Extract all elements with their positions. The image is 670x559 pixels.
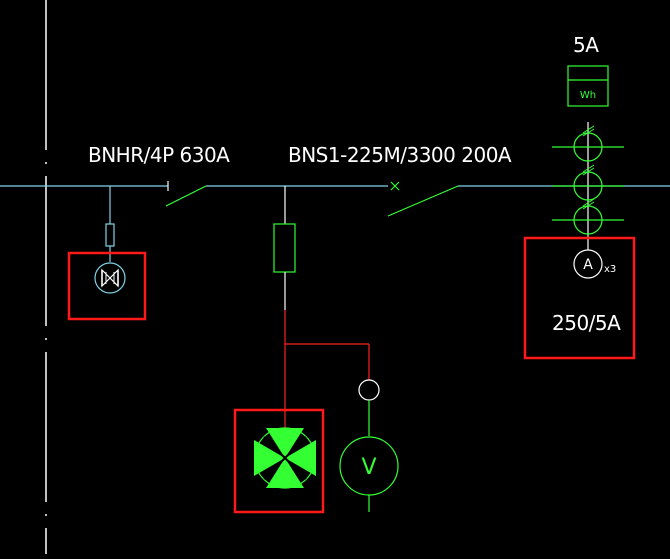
center-branch-feeder	[273, 186, 370, 430]
current-transformer-stack	[552, 122, 624, 250]
highlight-box-ammeter[interactable]	[523, 236, 636, 360]
highlight-box-indicator-lamp[interactable]	[233, 408, 325, 514]
main-breaker-label: BNHR/4P 630A	[88, 143, 230, 167]
surge-protector-icon	[94, 262, 126, 294]
watt-hour-meter-icon	[567, 65, 609, 107]
ammeter-icon	[573, 249, 603, 279]
highlight-box-surge-protector[interactable]	[67, 251, 147, 321]
ct-ratio-label: 250/5A	[552, 311, 621, 335]
watt-hour-label: Wh	[580, 90, 596, 101]
meter-rating-label: 5A	[573, 33, 599, 57]
ammeter-label: A	[583, 257, 593, 273]
indicator-lamp-icon	[254, 427, 316, 489]
branch-breaker-label: BNS1-225M/3300 200A	[288, 143, 512, 167]
voltmeter-icon	[339, 436, 399, 512]
fuse-switch-icon	[358, 379, 380, 436]
ammeter-multiplier-label: x3	[604, 264, 616, 275]
left-branch-feeder	[105, 186, 115, 262]
voltmeter-label: V	[361, 455, 376, 480]
main-breaker-symbol	[165, 181, 207, 207]
branch-breaker-symbol	[387, 181, 459, 217]
